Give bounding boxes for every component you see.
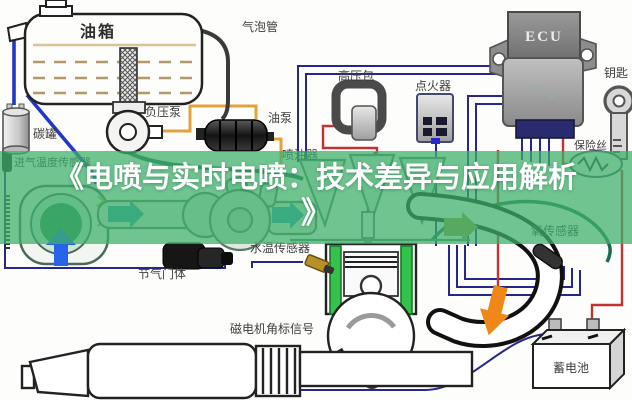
label-magneto-signal: 磁电机角标信号 bbox=[230, 321, 314, 336]
oxygen-sensor bbox=[532, 243, 563, 270]
water-temp-sensor bbox=[304, 254, 335, 274]
label-key: 钥匙 bbox=[604, 66, 628, 80]
battery bbox=[530, 318, 627, 391]
label-bubble-pipe: 气泡管 bbox=[242, 19, 278, 34]
fuel-line-tank-to-pump bbox=[197, 28, 230, 121]
label-ignition-coil: 高压包 bbox=[338, 68, 374, 83]
carbon-canister bbox=[2, 103, 30, 155]
exhaust-flow-arrow bbox=[479, 285, 510, 336]
label-ecu: ECU bbox=[525, 29, 563, 45]
label-battery: 蓄电池 bbox=[553, 361, 589, 375]
label-fuel-tank: 油箱 bbox=[80, 22, 116, 41]
label-igniter: 点火器 bbox=[415, 79, 451, 93]
label-fuse: 保险丝 bbox=[574, 138, 607, 152]
fuel-pump bbox=[196, 119, 274, 152]
label-fuel-pump: 油泵 bbox=[268, 111, 292, 125]
ignition-coil bbox=[331, 79, 387, 141]
cylinder-liner-left bbox=[329, 245, 342, 315]
ignition-key bbox=[603, 85, 632, 160]
igniter bbox=[416, 93, 454, 144]
title-overlay-band: 《电喷与实时电喷：技术差异与应用解析 》 bbox=[0, 151, 632, 244]
label-vacuum-pump: 负压泵 bbox=[145, 105, 181, 119]
ecu-logo-mark bbox=[527, 86, 561, 98]
muffler bbox=[20, 342, 474, 400]
article-title-line2: 》 bbox=[301, 197, 331, 230]
label-carbon-canister: 碳罐 bbox=[33, 127, 57, 141]
fuel-strainer bbox=[119, 47, 138, 105]
cylinder-liner-right bbox=[400, 245, 413, 315]
label-throttle-body: 节气门体 bbox=[138, 266, 186, 281]
fuel-tank bbox=[6, 0, 204, 114]
article-title-line1: 《电喷与实时电喷：技术差异与应用解析 bbox=[54, 162, 577, 194]
ecu-module bbox=[489, 11, 597, 139]
throttle-body bbox=[162, 242, 233, 270]
ecu-connector bbox=[515, 119, 575, 139]
tail-pipe bbox=[298, 350, 474, 388]
